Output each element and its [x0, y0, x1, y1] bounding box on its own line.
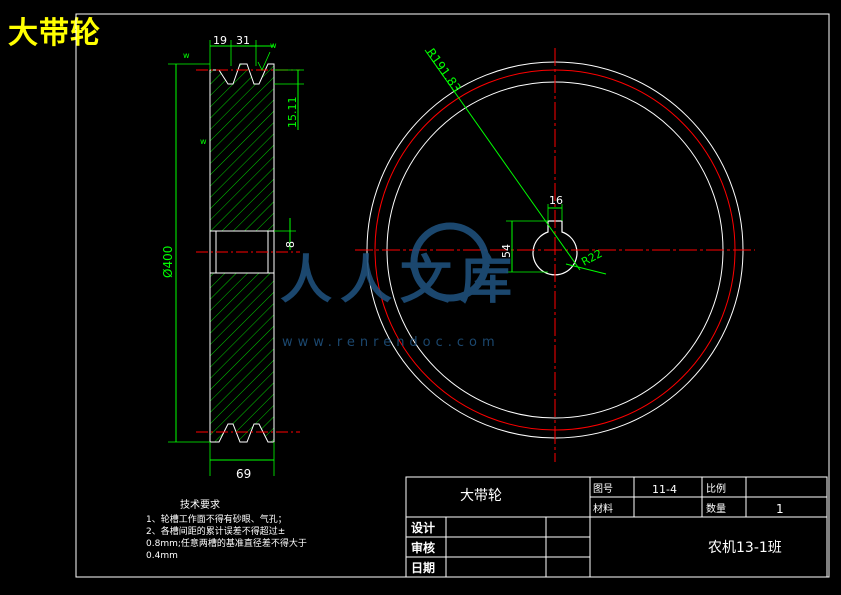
dim-bore: 8	[284, 241, 297, 248]
dim-diameter: Ø400	[161, 246, 175, 278]
dim-groove-pitch-1: 19	[213, 34, 227, 47]
tb-part-name: 大带轮	[460, 488, 502, 504]
dim-keyway-width: 16	[549, 194, 563, 207]
notes-line-2: 2、各槽间距的累计误差不得超过±	[146, 525, 285, 537]
dim-groove-pitch-2: 31	[236, 34, 250, 47]
watermark-text: 人人文库	[280, 251, 520, 311]
tb-quantity-label: 数量	[706, 502, 726, 515]
watermark-ring	[410, 222, 490, 302]
dim-groove-depth: 15.11	[286, 97, 299, 129]
tb-date-label: 日期	[411, 560, 435, 575]
title-block	[405, 476, 828, 578]
notes-line-4: 0.4mm	[146, 551, 178, 561]
technical-notes: 技术要求 1、轮槽工作面不得有砂眼、气孔； 2、各槽间距的累计误差不得超过± 0…	[146, 498, 307, 561]
roughness-mark-1: w	[183, 51, 190, 60]
tb-scale-label: 比例	[706, 482, 726, 495]
roughness-mark-3: w	[200, 137, 207, 146]
tb-material-label: 材料	[593, 502, 613, 515]
tb-reviewer-label: 审核	[411, 540, 435, 555]
dim-width: 69	[236, 467, 251, 481]
tb-drawing-no: 11-4	[652, 483, 677, 496]
watermark: 人人文库 www.renrendoc.com	[280, 222, 520, 350]
tb-drawing-no-label: 图号	[593, 483, 613, 495]
tb-designer-label: 设计	[411, 520, 435, 535]
notes-heading: 技术要求	[180, 498, 220, 511]
tb-class-label: 农机13-1班	[708, 540, 782, 556]
watermark-url: www.renrendoc.com	[282, 335, 500, 350]
notes-line-3: 0.8mm;任意两槽的基准直径差不得大于	[146, 537, 307, 549]
tb-quantity: 1	[776, 502, 784, 516]
hub-bore	[532, 220, 578, 276]
drawing-title: 大带轮	[8, 16, 101, 51]
dim-keyway-depth: 54	[500, 244, 513, 258]
side-view: Ø400 19 31 15.11 8 69 w w w	[161, 34, 304, 481]
notes-line-1: 1、轮槽工作面不得有砂眼、气孔；	[146, 513, 287, 525]
roughness-mark-2: w	[270, 41, 277, 50]
dim-radius: R191.83	[424, 46, 464, 95]
